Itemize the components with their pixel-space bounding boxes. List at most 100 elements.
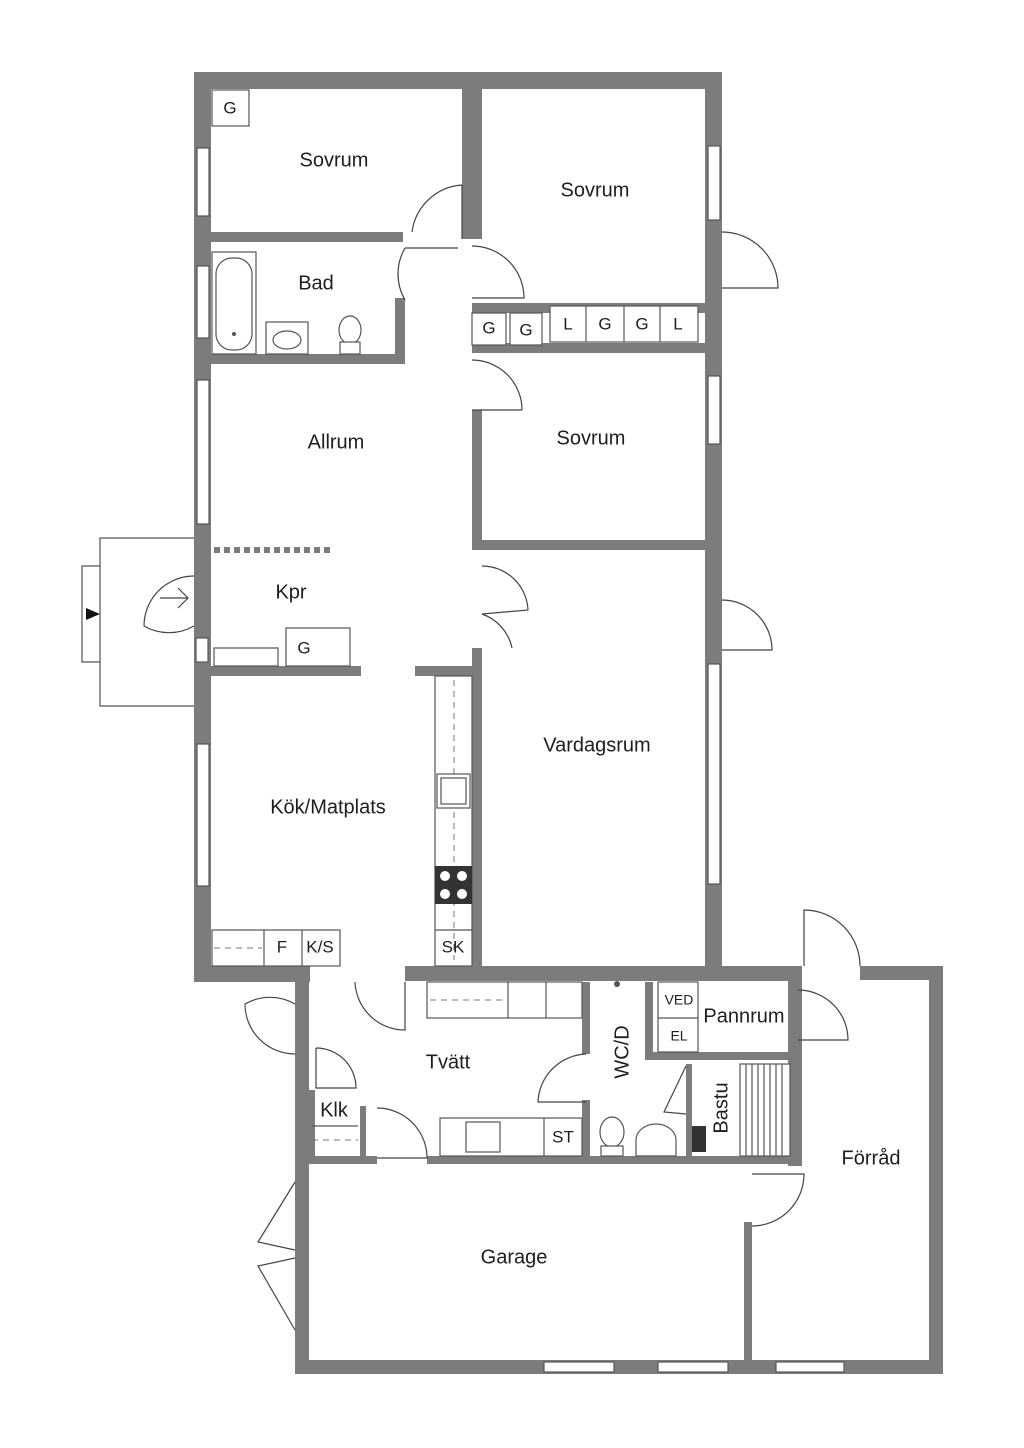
wall-center-vertical-1 <box>472 89 482 239</box>
window <box>707 375 721 445</box>
walls <box>194 72 943 1374</box>
fixture-label-el: EL <box>670 1028 687 1044</box>
door-kitchen-utility <box>354 981 406 1031</box>
wall-utility-left <box>295 982 309 1374</box>
door-vardagsrum <box>481 565 529 649</box>
door-garage-forrad <box>751 1173 805 1227</box>
room-label-sovrum: Sovrum <box>557 427 626 449</box>
wall-bad-right <box>395 298 405 364</box>
fixture-label-l: L <box>563 314 572 333</box>
fixture-label-g: G <box>297 638 310 657</box>
fixture-label-ks: K/S <box>306 937 333 956</box>
room-label-kpr: Kpr <box>275 581 306 603</box>
fixture-label-st: ST <box>552 1127 574 1146</box>
entrance-arrow-icon <box>86 608 100 620</box>
room-label-allrum: Allrum <box>308 431 365 453</box>
door-sovrum2 <box>471 245 525 299</box>
room-label-sovrum: Sovrum <box>300 149 369 171</box>
door-bastu <box>663 1065 687 1115</box>
wall-bastu-left <box>686 1064 692 1160</box>
entrance-porch <box>81 537 209 707</box>
toilet <box>338 315 362 345</box>
fixture-label-g: G <box>635 314 648 333</box>
window <box>196 743 210 887</box>
wall-pannrum-bottom <box>645 1052 795 1060</box>
room-label-tvatt: Tvätt <box>426 1051 471 1073</box>
door-bad <box>397 247 458 301</box>
wall-forrad-left <box>788 966 802 1166</box>
room-labels: Sovrum Sovrum Bad Sovrum Allrum Kpr Vard… <box>270 149 900 1268</box>
wall-corridor-left <box>462 89 472 239</box>
fixture-label-g: G <box>223 98 236 117</box>
window <box>657 1361 729 1373</box>
window <box>707 663 721 885</box>
door-garage-main <box>257 1181 296 1331</box>
wall-garage-forrad <box>744 1222 752 1374</box>
windows <box>196 145 845 1373</box>
wall-forrad-right <box>929 966 943 1374</box>
room-label-sovrum: Sovrum <box>561 179 630 201</box>
room-label-wc: WC/D <box>611 1025 633 1078</box>
room-label-bad: Bad <box>298 272 334 294</box>
sauna-heater-icon <box>692 1126 706 1152</box>
room-label-bastu: Bastu <box>710 1082 732 1133</box>
wall-storage-bottom <box>472 343 722 353</box>
window <box>543 1361 615 1373</box>
kitchen-sink <box>436 773 471 809</box>
wall-sovrum3-bottom <box>472 540 722 550</box>
fixture-label-g: G <box>519 320 532 339</box>
room-label-garage: Garage <box>481 1246 548 1268</box>
wall-kpr-kok-left <box>211 666 361 676</box>
wall-mid-bottom <box>405 966 802 981</box>
door-garage-utility <box>376 1107 428 1159</box>
window <box>707 145 721 221</box>
wall-center-vertical-3 <box>472 648 482 966</box>
fixture-label-g: G <box>482 318 495 337</box>
wall-tvatt-wc <box>582 982 590 1054</box>
door-entrance <box>143 575 195 634</box>
wall-forrad-top <box>860 966 943 980</box>
room-label-klk: Klk <box>320 1099 349 1121</box>
door-vardagsrum-ext <box>721 599 773 651</box>
door-balcony-right <box>721 231 779 289</box>
wall-pannrum-right <box>790 1040 798 1060</box>
wall-bad-bottom <box>211 354 403 364</box>
kitchen-counter <box>434 675 473 967</box>
doors <box>143 184 861 1331</box>
door-sovrum1 <box>411 184 463 239</box>
fixture-label-g: G <box>598 314 611 333</box>
wall-pannrum-left <box>645 982 653 1060</box>
fixture-labels: G G G L G G L G F K/S SK ST VED EL <box>223 98 693 1146</box>
door-pannrum <box>797 989 849 1041</box>
wall-utility-bottom-left <box>309 1156 377 1164</box>
sauna-bench <box>739 1063 791 1157</box>
door-sovrum3 <box>471 359 523 411</box>
door-utility-ext <box>244 996 296 1055</box>
door-klk <box>315 1047 357 1089</box>
wall-kitchen-bottom <box>194 966 310 982</box>
room-label-pannrum: Pannrum <box>703 1005 784 1027</box>
wall-tvatt-wc-low <box>582 1100 590 1160</box>
window <box>196 265 210 339</box>
room-label-vardagsrum: Vardagsrum <box>543 734 650 756</box>
door-forrad-ext <box>803 909 861 967</box>
wall-top <box>194 72 722 89</box>
door-wc <box>537 1053 587 1103</box>
bathtub <box>211 251 257 355</box>
stove-icon <box>435 866 472 904</box>
fixture-label-l: L <box>673 314 682 333</box>
railing <box>214 547 330 553</box>
fixture-label-ved: VED <box>665 992 694 1008</box>
window <box>196 147 210 217</box>
wall-utility-bottom <box>427 1156 802 1164</box>
fixture-label-sk: SK <box>442 937 465 956</box>
wall-kpr-kok-right <box>415 666 482 676</box>
window <box>196 379 210 525</box>
room-label-forrad: Förråd <box>842 1147 901 1169</box>
wall-sovrum1-bad <box>211 232 403 242</box>
fixtures <box>211 89 791 1157</box>
fixture-label-f: F <box>277 937 287 956</box>
wall-center-vertical-2 <box>472 410 482 550</box>
room-label-kok: Kök/Matplats <box>270 796 386 818</box>
